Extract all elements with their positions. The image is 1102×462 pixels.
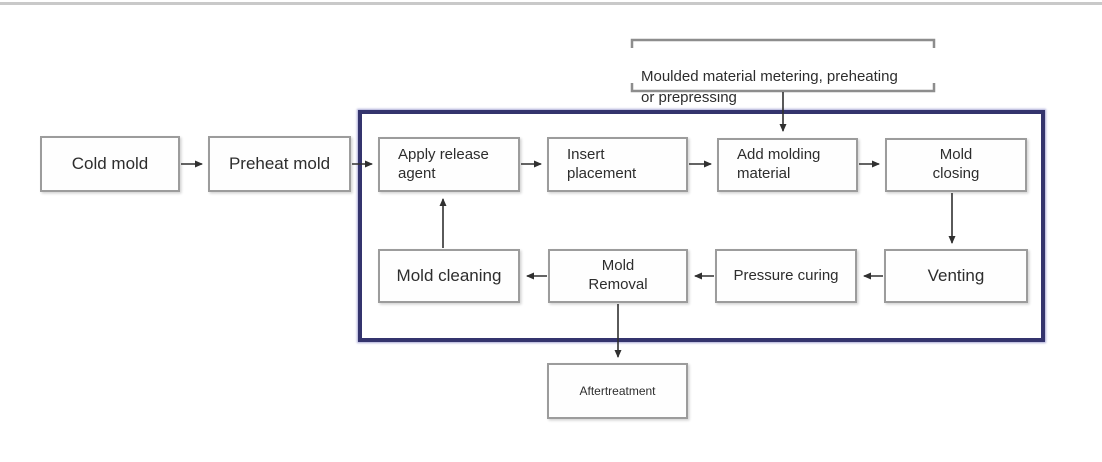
node-mold-closing: Mold closing xyxy=(885,138,1027,192)
node-venting-label: Venting xyxy=(927,266,985,286)
node-insert-placement: Insert placement xyxy=(547,137,688,192)
top-divider xyxy=(0,2,1102,5)
node-mold-removal: Mold Removal xyxy=(548,249,688,303)
node-venting: Venting xyxy=(884,249,1028,303)
node-mold-cleaning: Mold cleaning xyxy=(378,249,520,303)
node-mold-cleaning-label: Mold cleaning xyxy=(396,266,502,286)
node-apply-release-agent-label: Apply release agent xyxy=(398,145,489,182)
node-add-molding-material: Add molding material xyxy=(717,138,858,192)
node-add-molding-material-label: Add molding material xyxy=(737,146,821,182)
node-apply-release-agent: Apply release agent xyxy=(378,137,520,192)
node-pressure-curing-label: Pressure curing xyxy=(733,266,839,284)
node-aftertreatment-label: Aftertreatment xyxy=(579,383,656,398)
node-preheat-mold-label: Preheat mold xyxy=(228,154,331,174)
process-group-border xyxy=(358,110,1045,342)
metering-note-label: Moulded material metering, preheating or… xyxy=(641,68,898,106)
node-mold-closing-label: Mold closing xyxy=(932,146,980,182)
node-insert-placement-label: Insert placement xyxy=(567,145,637,182)
node-pressure-curing: Pressure curing xyxy=(715,249,857,303)
node-aftertreatment: Aftertreatment xyxy=(547,363,688,419)
node-cold-mold-label: Cold mold xyxy=(71,154,149,174)
node-cold-mold: Cold mold xyxy=(40,136,180,192)
node-preheat-mold: Preheat mold xyxy=(208,136,351,192)
node-mold-removal-label: Mold Removal xyxy=(588,257,648,293)
node-metering-note: Moulded material metering, preheating or… xyxy=(641,45,933,108)
